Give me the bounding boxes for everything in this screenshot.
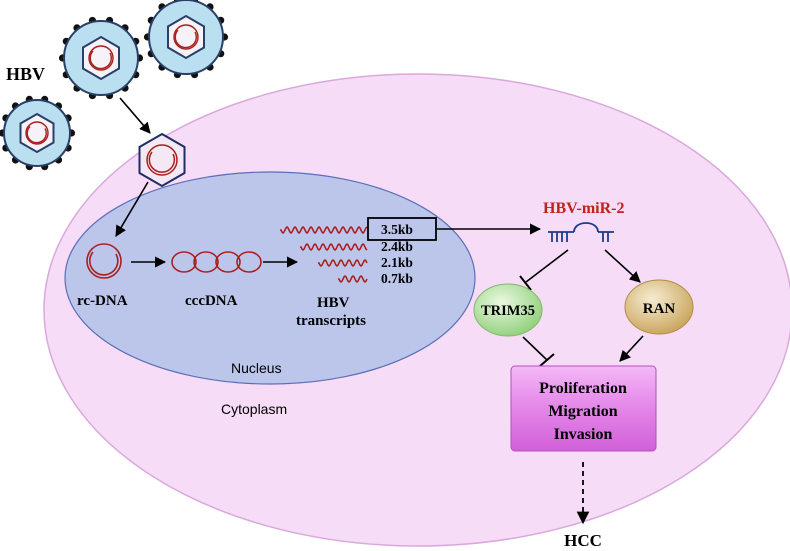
hcc-label: HCC xyxy=(564,531,602,550)
transcript-wave xyxy=(338,275,368,283)
nucleus-label: Nucleus xyxy=(231,360,282,376)
activation-edge-ran xyxy=(604,249,641,283)
capsid-icon xyxy=(138,132,186,188)
transcript-waves xyxy=(280,226,368,283)
transcript-size-label: 2.1kb xyxy=(381,255,413,270)
mirna-hairpin-icon xyxy=(548,222,614,242)
inhibition-bar xyxy=(539,353,555,367)
transcript-wave xyxy=(300,243,368,251)
inhibition-bar xyxy=(519,275,532,291)
transcript-wave xyxy=(280,226,368,234)
hbv-virion xyxy=(58,16,144,100)
ran-label: RAN xyxy=(643,301,676,317)
outcome-box xyxy=(510,365,657,452)
hbv-transcripts-label: transcripts xyxy=(296,313,366,329)
hbv-virion xyxy=(0,95,76,171)
hbv-label: HBV xyxy=(6,64,45,84)
mirna-label: HBV-miR-2 xyxy=(543,200,624,217)
outcome-invasion: Invasion xyxy=(554,426,613,443)
rc-dna-label: rc-DNA xyxy=(77,293,128,309)
rc-dna-icon xyxy=(86,243,122,279)
outcome-migration: Migration xyxy=(548,403,617,420)
inhibition-edge-trim35 xyxy=(525,249,569,283)
hbv-transcripts-label: HBV xyxy=(317,295,350,311)
nucleus xyxy=(64,171,476,385)
trim35-node xyxy=(473,283,543,337)
ccc-dna-label: cccDNA xyxy=(185,293,238,309)
transcript-size-label: 3.5kb xyxy=(381,222,413,237)
outcome-proliferation: Proliferation xyxy=(539,380,627,397)
transcript-size-label: 0.7kb xyxy=(381,271,413,286)
import-arrow xyxy=(115,181,149,237)
trim35-label: TRIM35 xyxy=(481,303,535,319)
inhibition-edge-outcome xyxy=(522,336,548,361)
cytoplasm-label: Cytoplasm xyxy=(221,401,287,417)
transcript-wave xyxy=(318,259,368,267)
hbv-virion xyxy=(143,0,229,79)
activation-edge-outcome xyxy=(619,335,644,362)
highlight-box-3-5kb xyxy=(367,217,437,241)
ran-node xyxy=(624,279,694,335)
ccc-dna-icon xyxy=(171,251,262,273)
transcript-size-label: 2.4kb xyxy=(381,239,413,254)
entry-arrow xyxy=(119,97,151,134)
